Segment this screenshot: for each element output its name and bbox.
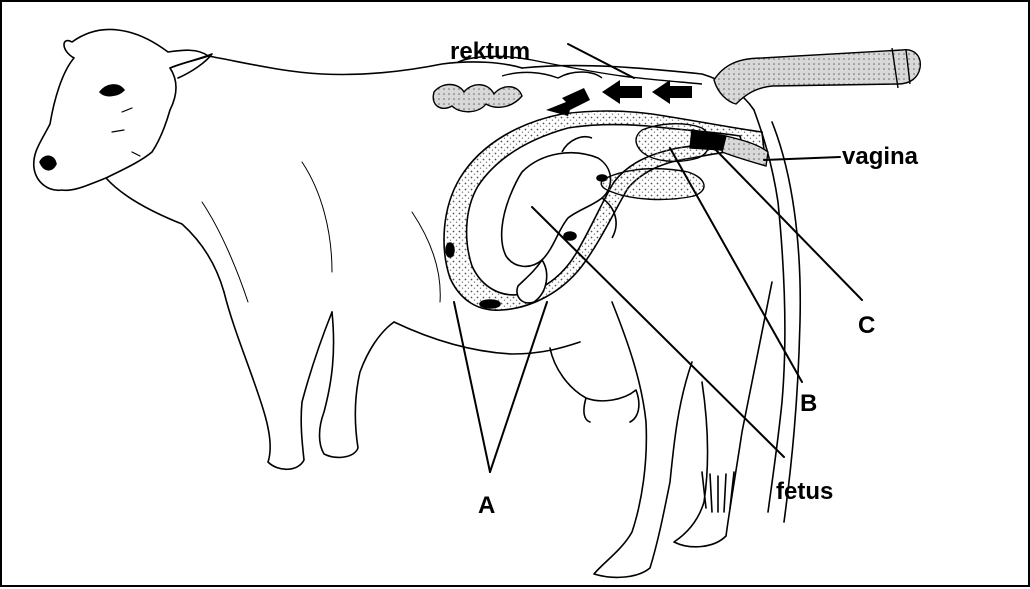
leader-a-right: [490, 302, 547, 472]
cow-udder: [550, 348, 639, 422]
leader-vagina: [764, 157, 840, 160]
label-c: C: [858, 314, 875, 338]
cow-eye: [100, 85, 124, 96]
cow-front-leg-2: [320, 312, 395, 457]
cow-hind-leg-2: [674, 282, 772, 547]
cow-hind-leg-1: [594, 302, 692, 577]
cow-head: [34, 30, 208, 191]
arm-in-rectum: [714, 48, 920, 104]
cow-body: [34, 30, 801, 578]
cow-nostril: [40, 156, 56, 170]
label-fetus: fetus: [776, 480, 833, 504]
label-a: A: [478, 494, 495, 518]
cow-belly: [394, 322, 580, 354]
arrow-1: [652, 80, 692, 104]
leader-a-left: [454, 302, 490, 472]
cow-tail: [754, 110, 785, 512]
label-rectum: rektum: [450, 40, 530, 64]
label-vagina: vagina: [842, 145, 918, 169]
leader-c: [714, 148, 862, 300]
leader-fetus: [532, 207, 784, 457]
label-b: B: [800, 392, 817, 416]
cow-front-leg-1: [224, 292, 332, 469]
arrow-2: [602, 80, 642, 104]
